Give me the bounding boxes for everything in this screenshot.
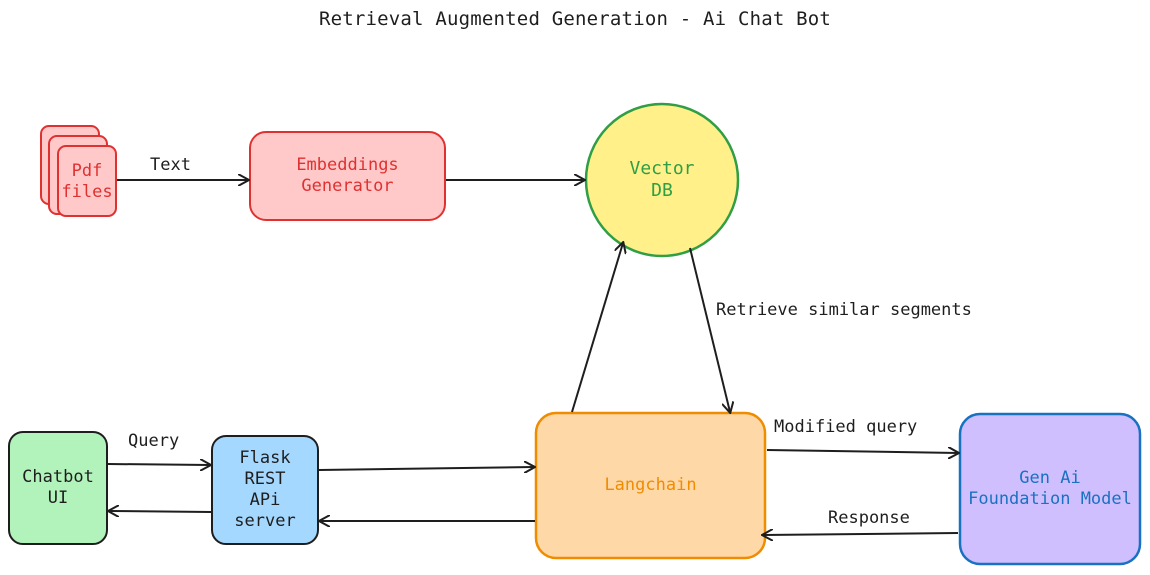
flask-server-box <box>211 435 319 545</box>
pdf-page-front <box>57 145 117 217</box>
arrow-flask-to-langchain <box>318 467 534 470</box>
langchain-box <box>534 411 767 560</box>
edge-label-retrieve: Retrieve similar segments <box>716 300 972 320</box>
chatbot-ui-label: Chatbot UI <box>22 466 94 508</box>
edge-label-text: Text <box>150 155 191 175</box>
diagram-title: Retrieval Augmented Generation - Ai Chat… <box>318 8 832 30</box>
edge-label-modified-query: Modified query <box>774 417 918 437</box>
embeddings-generator-label: Embeddings Generator <box>296 154 399 196</box>
arrow-vectordb-to-langchain <box>689 247 730 412</box>
arrow-langchain-to-vectordb <box>571 243 623 413</box>
gen-ai-model-label: Gen Ai Foundation Model <box>968 467 1132 509</box>
embeddings-generator-box <box>249 131 446 221</box>
arrow-genai-to-langchain <box>763 533 959 535</box>
arrow-flask-to-chatbot <box>109 511 212 512</box>
arrow-langchain-to-genai <box>766 450 958 453</box>
vector-db-label: Vector DB <box>629 157 695 202</box>
pdf-files-label: Pdf files <box>61 160 113 202</box>
vector-db-circle <box>584 102 740 258</box>
edge-label-query: Query <box>128 431 180 451</box>
edge-label-response: Response <box>828 508 910 528</box>
langchain-label: Langchain <box>604 474 697 495</box>
chatbot-ui-box <box>8 431 108 545</box>
flask-server-label: Flask REST APi server <box>234 447 296 532</box>
gen-ai-model-box <box>958 412 1142 566</box>
arrow-chatbot-to-flask <box>107 464 210 465</box>
pdf-files-node <box>40 125 117 217</box>
